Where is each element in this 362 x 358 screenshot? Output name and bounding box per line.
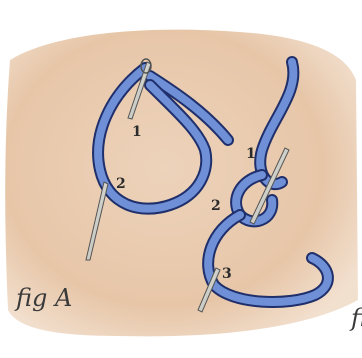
figure-a-caption: fig A xyxy=(16,286,72,310)
figure-a-label-1: 1 xyxy=(132,124,142,140)
figure-b-caption: fi xyxy=(351,306,362,330)
figure-b-label-2: 2 xyxy=(211,198,221,214)
figure-b-label-3: 3 xyxy=(222,266,232,282)
figure-a-label-2: 2 xyxy=(116,176,126,192)
figure-b-label-1: 1 xyxy=(246,146,256,162)
